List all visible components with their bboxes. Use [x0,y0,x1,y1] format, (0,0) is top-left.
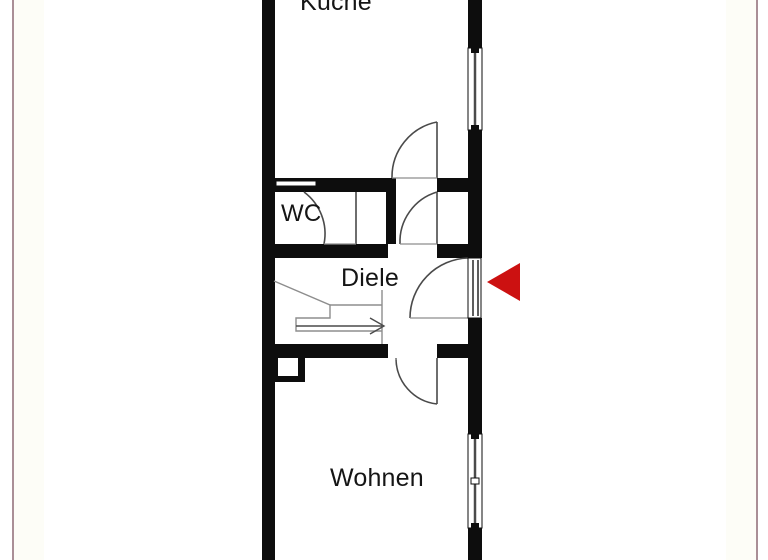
wall-kueche-south-right [437,178,482,192]
room-fill-kueche [274,0,468,178]
door-diele-wc [399,191,438,245]
wall-east-bottom [468,528,482,560]
wc-basin [275,180,317,187]
wall-east-mid [468,130,482,258]
wall-east-lower-upper [468,318,482,434]
page-margin-rule-right [756,0,758,560]
page-margin-rule-left [12,0,14,560]
wc-basin-body [275,180,317,187]
wall-wc-south [262,244,388,258]
page-margin-tint-left [14,0,44,560]
wall-west [262,0,275,560]
wall-stub-corridor-top [386,178,396,192]
door-wohnen [395,357,438,405]
wall-wc-south-right [437,244,482,258]
staircase [273,280,386,344]
stair-direction-arrow [296,317,386,335]
window-wohnen [467,433,483,529]
room-label-wc: WC [281,200,322,227]
wall-niche-void [278,358,298,376]
wall-diele-south-right [437,344,482,358]
wall-niche [275,358,305,382]
room-label-diele: Diele [341,264,399,292]
door-wc [303,191,357,245]
wall-east-upper [468,0,482,48]
door-entrance [409,257,482,319]
wall-wc-east [386,192,396,244]
wall-diele-south-left [262,344,388,358]
room-fill-wc [274,192,468,246]
page-margin-tint-right [726,0,756,560]
room-label-kueche: Küche [300,0,372,16]
entrance-arrow-icon [487,263,520,301]
window-kueche [467,47,483,131]
room-fill-wohnen [274,358,468,560]
door-kueche [391,121,438,179]
room-label-wohnen: Wohnen [330,464,424,492]
